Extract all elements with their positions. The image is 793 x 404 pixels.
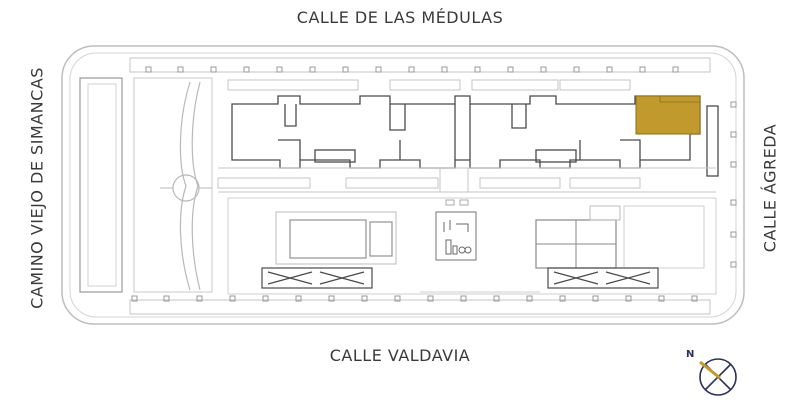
street-label-top: CALLE DE LAS MÉDULAS (296, 8, 504, 27)
pool-small (369, 221, 393, 257)
playground-equipment (443, 220, 472, 255)
right-tower-strip (706, 105, 719, 177)
garden-roundabout (172, 174, 200, 202)
swimming-pool (289, 219, 367, 259)
building-terraces (217, 79, 716, 193)
plot-inner-boundary (69, 52, 737, 318)
pool-area (275, 211, 397, 265)
plot-boundary (61, 45, 745, 325)
bottom-walkway (129, 299, 711, 315)
left-parking-strip (79, 77, 123, 293)
left-inner-strip (87, 83, 117, 287)
compass-north-label: N (686, 349, 695, 360)
garage-ramp-right (547, 267, 659, 289)
tree-markers-top (145, 66, 679, 73)
garden-curved-path (179, 81, 191, 291)
playground (435, 211, 477, 261)
tree-markers-right (730, 101, 737, 268)
top-walkway (129, 57, 711, 73)
tree-markers-bottom (131, 295, 698, 302)
garage-ramp-left (261, 267, 373, 289)
main-building (231, 95, 701, 169)
compass-rose (699, 358, 737, 396)
compass-needle (699, 360, 721, 380)
left-garden-area (133, 77, 213, 293)
street-label-bottom: CALLE VALDAVIA (329, 346, 471, 365)
lower-courtyard (227, 197, 717, 295)
